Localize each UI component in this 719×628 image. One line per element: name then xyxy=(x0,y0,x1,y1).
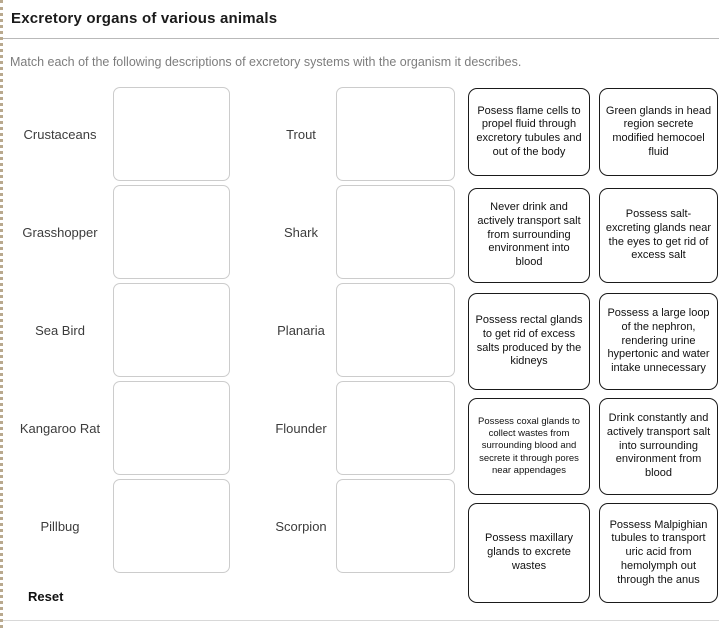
description-card-maxillary-glands[interactable]: Possess maxillary glands to excrete wast… xyxy=(468,503,590,603)
description-card-never-drink[interactable]: Never drink and actively transport salt … xyxy=(468,188,590,283)
dropzone-sea-bird[interactable] xyxy=(113,283,230,377)
page-title: Excretory organs of various animals xyxy=(11,10,278,27)
target-label-planaria: Planaria xyxy=(277,322,325,338)
dropzone-pillbug[interactable] xyxy=(113,479,230,573)
dropzone-planaria[interactable] xyxy=(336,283,455,377)
dropzone-crustaceans[interactable] xyxy=(113,87,230,181)
dropzone-shark[interactable] xyxy=(336,185,455,279)
dropzone-kangaroo-rat[interactable] xyxy=(113,381,230,475)
target-label-scorpion: Scorpion xyxy=(275,518,327,534)
description-card-drink-constantly[interactable]: Drink constantly and actively transport … xyxy=(599,398,718,495)
title-divider xyxy=(3,38,719,39)
target-label-shark: Shark xyxy=(284,224,318,240)
instruction-text: Match each of the following descriptions… xyxy=(10,55,522,69)
dropzone-flounder[interactable] xyxy=(336,381,455,475)
description-card-coxal-glands[interactable]: Possess coxal glands to collect wastes f… xyxy=(468,398,590,495)
reset-button[interactable]: Reset xyxy=(28,589,64,604)
dropzone-scorpion[interactable] xyxy=(336,479,455,573)
target-label-pillbug: Pillbug xyxy=(40,518,80,534)
description-card-rectal-glands[interactable]: Possess rectal glands to get rid of exce… xyxy=(468,293,590,390)
target-label-flounder: Flounder xyxy=(275,420,327,436)
description-card-nephron-loop[interactable]: Possess a large loop of the nephron, ren… xyxy=(599,293,718,390)
dropzone-trout[interactable] xyxy=(336,87,455,181)
target-label-crustaceans: Crustaceans xyxy=(23,126,97,142)
target-label-grasshopper: Grasshopper xyxy=(22,224,98,240)
description-card-malpighian-tubules[interactable]: Possess Malpighian tubules to transport … xyxy=(599,503,718,603)
description-card-flame-cells[interactable]: Posess flame cells to propel fluid throu… xyxy=(468,88,590,176)
description-card-green-glands[interactable]: Green glands in head region secrete modi… xyxy=(599,88,718,176)
description-card-salt-excreting-glands[interactable]: Possess salt-excreting glands near the e… xyxy=(599,188,718,283)
target-label-trout: Trout xyxy=(286,126,316,142)
target-label-sea-bird: Sea Bird xyxy=(35,322,85,338)
dropzone-grasshopper[interactable] xyxy=(113,185,230,279)
target-label-kangaroo-rat: Kangaroo Rat xyxy=(19,420,101,436)
bottom-divider xyxy=(3,620,719,621)
